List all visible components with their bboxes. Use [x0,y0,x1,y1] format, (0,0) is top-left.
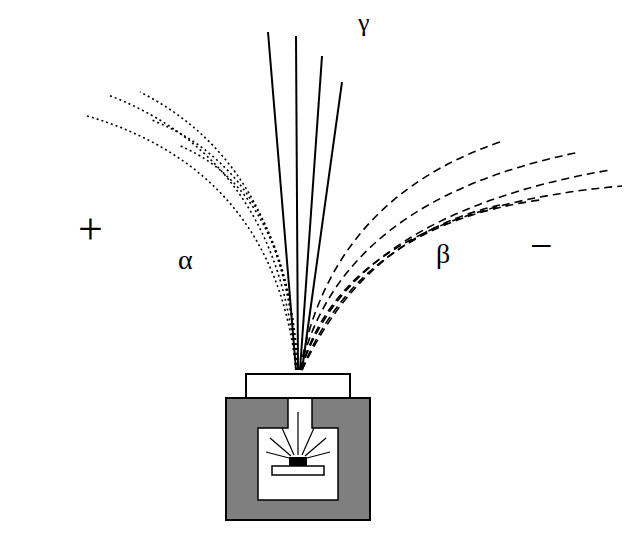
ray-label: α [176,246,195,274]
alpha-rays [84,92,298,370]
lead-housing [226,374,370,520]
polarity-sign: + [76,208,105,252]
ray-label: γ [356,10,372,36]
beta-rays [300,142,622,370]
polarity-sign: − [528,226,555,266]
ray-label: β [434,240,452,268]
